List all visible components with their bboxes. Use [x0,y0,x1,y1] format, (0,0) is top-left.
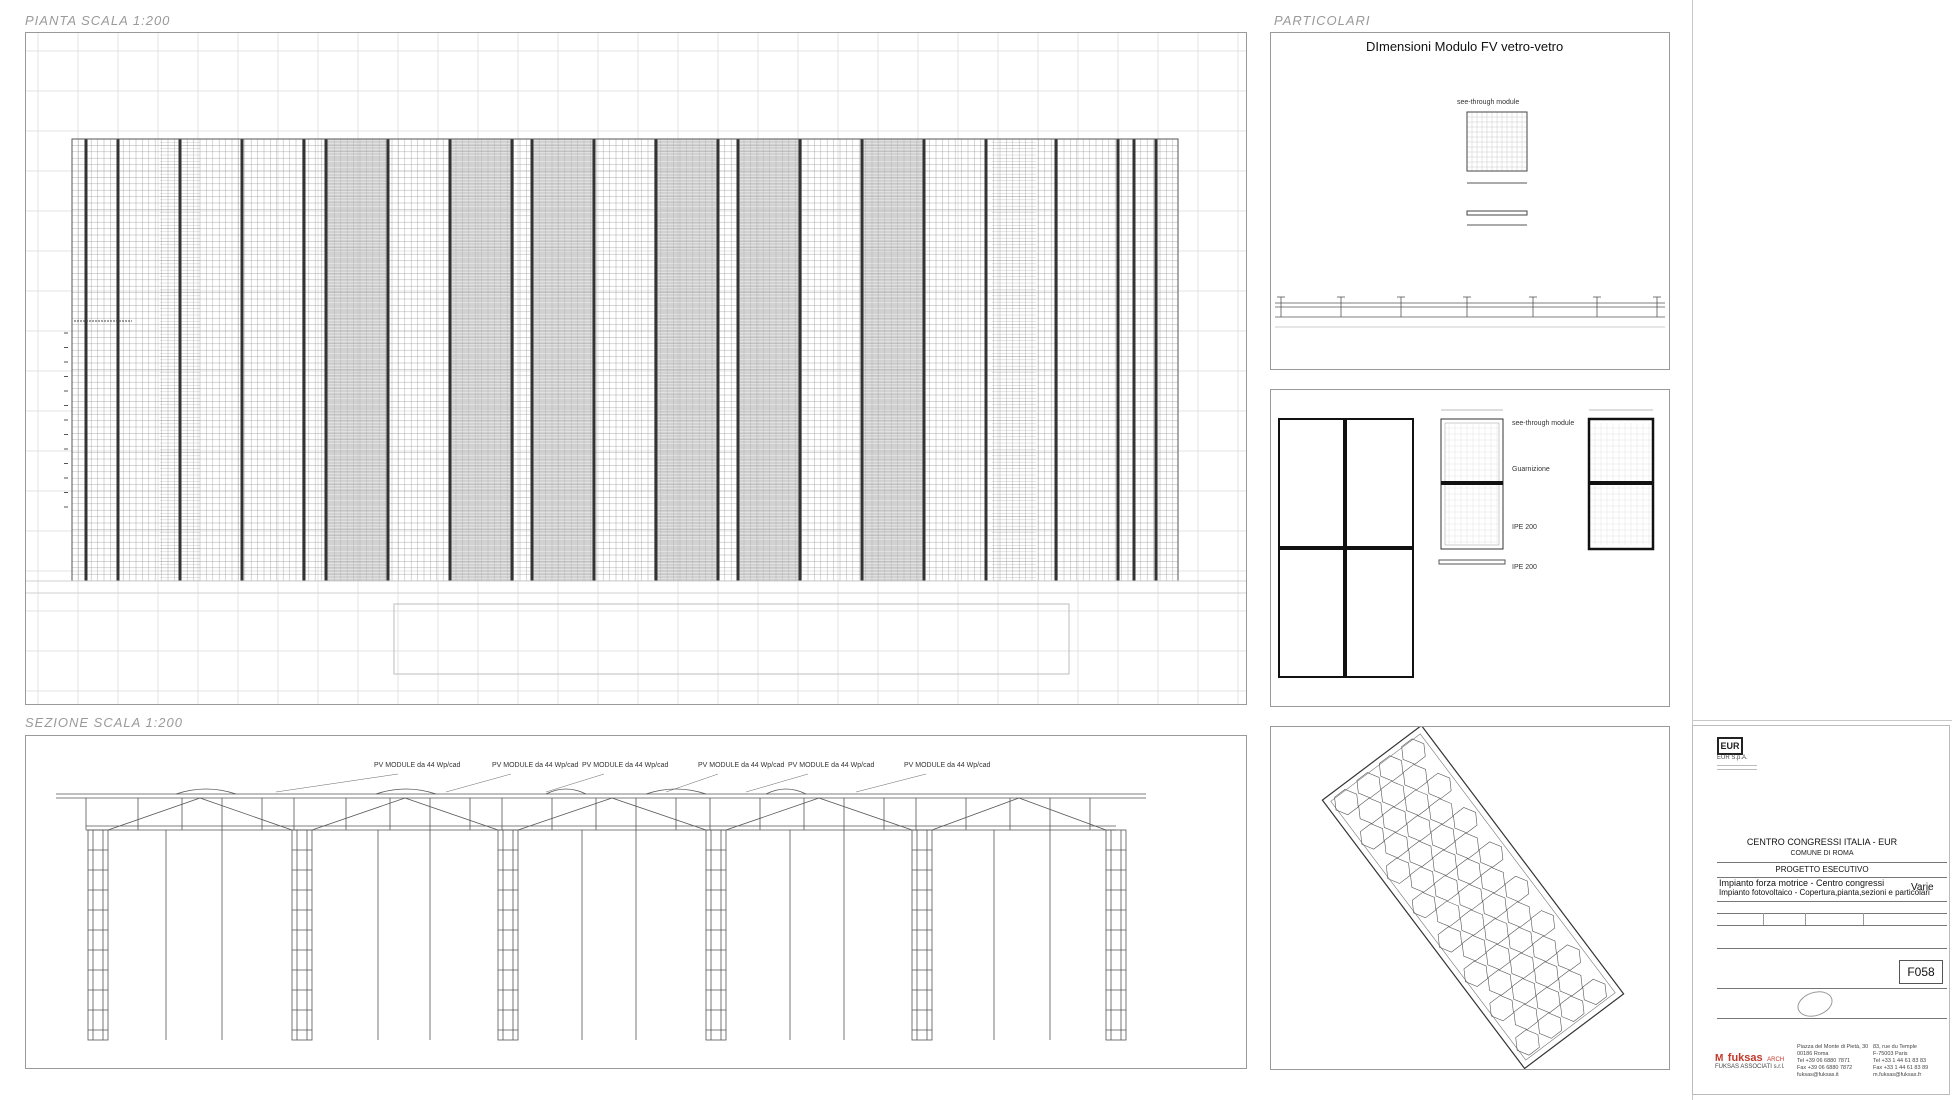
column-separator-h [1692,720,1952,721]
perspective-module-drawing [1321,727,1625,1069]
plan-title: PIANTA SCALA 1:200 [25,13,171,28]
detail-panel-perspective [1270,726,1670,1070]
label-guarnizione: Guarnizione [1512,466,1550,473]
pv-label-1: PV MODULE da 44 Wp/cad [374,762,461,769]
divider [1717,925,1947,926]
module-label: see-through module [1457,99,1520,106]
pv-label-2: PV MODULE da 44 Wp/cad [492,762,579,769]
section-drawing [56,773,1146,1041]
section-title: SEZIONE SCALA 1:200 [25,715,183,730]
pv-label-6: PV MODULE da 44 Wp/cad [904,762,991,769]
brand-suffix: ARCH [1767,1057,1785,1063]
modules-drawing [1278,409,1655,678]
plan-frame [25,32,1247,705]
municipality: COMUNE DI ROMA [1790,850,1854,857]
pv-label-4: PV MODULE da 44 Wp/cad [698,762,785,769]
divider [1717,913,1947,914]
divider [1717,862,1947,863]
address-paris: 83, rue du Temple F-75003 Paris Tel +33 … [1873,1044,1929,1078]
divider [1717,1018,1947,1019]
detail-dimensions-title: DImensioni Modulo FV vetro-vetro [1366,39,1564,54]
company-name: EUR S.p.A. [1717,755,1748,761]
detail-panel-modules: see-through module Guarnizione IPE 200 I… [1270,389,1670,707]
eur-logo-icon: EUR [1717,737,1743,755]
phase: PROGETTO ESECUTIVO [1775,865,1869,874]
studio-name: FUKSAS ASSOCIATI s.r.l. [1715,1064,1785,1070]
divider-v [1805,913,1806,925]
plan-drawing [26,33,1246,704]
divider-v [1863,913,1864,925]
scale-value: Varie [1911,882,1934,893]
stamp [1794,987,1836,1021]
divider [1717,948,1947,949]
label-ipe-2: IPE 200 [1512,564,1537,571]
fuksas-logo: M fuksas ARCH [1715,1048,1784,1066]
title-block: EUR EUR S.p.A. CENTRO CONGRESSI ITALIA -… [1692,725,1950,1095]
divider [1717,901,1947,902]
divider [1717,877,1947,878]
address-rome: Piazza del Monte di Pietà, 30 00186 Roma… [1797,1044,1869,1078]
drawing-title-2: Impianto fotovoltaico - Copertura,pianta… [1719,888,1930,897]
drawing-number: F058 [1899,960,1943,984]
drawing-title-1: Impianto forza motrice - Centro congress… [1719,878,1885,888]
column-separator [1692,0,1693,1100]
company-details [1717,763,1757,773]
details-title: PARTICOLARI [1274,13,1371,28]
brand-name: fuksas [1727,1052,1763,1064]
project-name: CENTRO CONGRESSI ITALIA - EUR [1746,837,1898,847]
pv-label-3: PV MODULE da 44 Wp/cad [582,762,669,769]
label-see-through: see-through module [1512,420,1575,427]
divider [1717,988,1947,989]
divider-v [1763,913,1764,925]
brand-mark-icon: M [1715,1053,1724,1064]
module-drawing [1275,111,1665,328]
pv-label-5: PV MODULE da 44 Wp/cad [788,762,875,769]
detail-panel-dimensions: DImensioni Modulo FV vetro-vetro see-thr… [1270,32,1670,370]
section-frame: PV MODULE da 44 Wp/cad PV MODULE da 44 W… [25,735,1247,1069]
label-ipe-1: IPE 200 [1512,524,1537,531]
